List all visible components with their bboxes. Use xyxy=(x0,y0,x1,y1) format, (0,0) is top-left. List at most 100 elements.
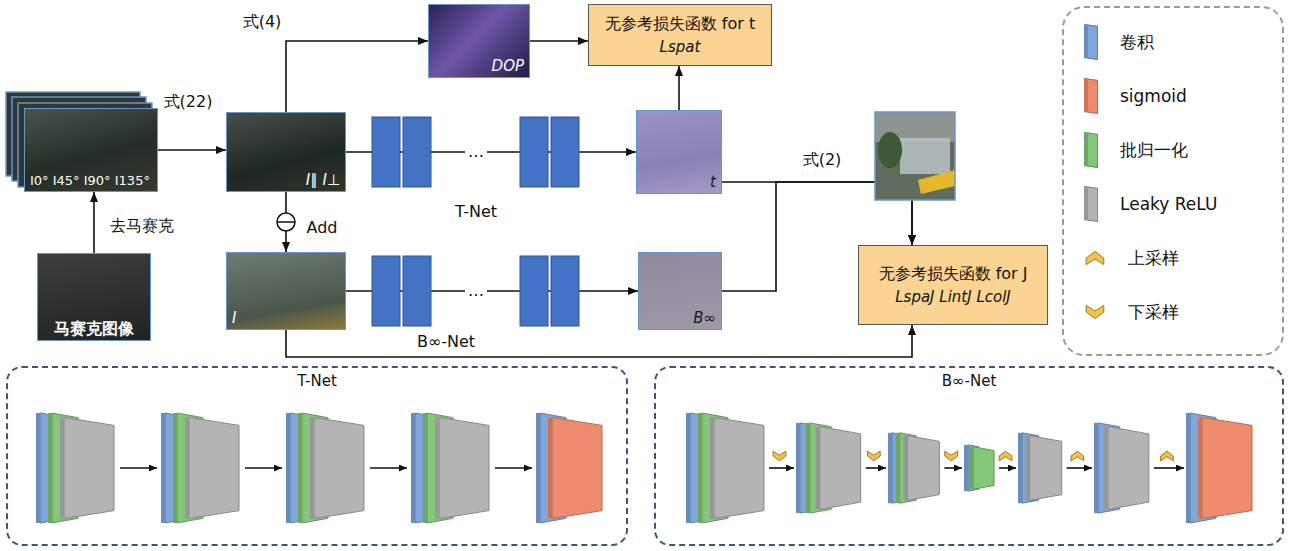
legend-icon xyxy=(1084,241,1106,275)
layer-group xyxy=(286,413,364,523)
image-label: 马赛克图像 xyxy=(54,319,134,338)
layer-card-edge xyxy=(964,445,968,491)
layer-group xyxy=(36,413,114,523)
flow-arrow xyxy=(530,40,588,42)
flow-arrow xyxy=(370,467,407,469)
layer-card xyxy=(1108,427,1149,510)
layer-card xyxy=(714,417,764,518)
legend-swatch xyxy=(1084,186,1098,222)
mosaic-image: 马赛克图像 xyxy=(37,253,151,341)
layer-card-edge xyxy=(1094,423,1098,513)
image-label: I xyxy=(232,309,236,327)
layer-card xyxy=(973,447,994,490)
loss-box: 无参考损失函数 for JLspaJ LintJ LcolJ xyxy=(858,245,1048,325)
layer-card-edge xyxy=(48,413,52,523)
flow-arrow xyxy=(286,41,428,112)
network-panel: T-Net xyxy=(6,366,628,546)
flow-arrow xyxy=(245,467,282,469)
layer-card-edge xyxy=(698,413,702,523)
flow-arrow xyxy=(678,66,680,110)
ellipsis: … xyxy=(465,281,487,300)
edge-label: 式(4) xyxy=(240,12,285,31)
image-label: I0° I45° I90° I135° xyxy=(30,173,150,189)
layer-card-edge xyxy=(435,417,439,518)
downsample-icon xyxy=(773,451,786,461)
flow-arrow xyxy=(999,467,1016,469)
image-label: t xyxy=(710,173,716,191)
layer-card-edge xyxy=(36,413,40,523)
flow-arrow xyxy=(944,467,962,469)
loss-terms: Lspat xyxy=(660,38,701,56)
upsample-icon xyxy=(1161,451,1174,461)
layer-group xyxy=(686,413,764,523)
layer-card xyxy=(1202,417,1252,518)
edge-label: 式(22) xyxy=(161,92,216,111)
dop-image: DOP xyxy=(428,4,530,78)
transmission-map: t xyxy=(636,110,722,194)
conv-block xyxy=(520,117,548,187)
layer-card-edge xyxy=(896,433,900,503)
layer-card-edge xyxy=(173,413,177,523)
loss-title: 无参考损失函数 for t xyxy=(605,14,755,33)
layer-card xyxy=(552,417,602,518)
airlight-map: B∞ xyxy=(638,252,722,330)
legend-item: 卷积 xyxy=(1084,22,1154,62)
network-panel: B∞-Net xyxy=(654,366,1284,546)
ellipsis: … xyxy=(465,142,487,161)
layer-card xyxy=(820,427,861,510)
layer-card-edge xyxy=(1018,433,1022,503)
layer-card xyxy=(907,436,939,501)
layer-group xyxy=(1018,433,1062,503)
layer-card-edge xyxy=(185,417,189,518)
layer-group xyxy=(1094,423,1149,513)
legend-label: 批归一化 xyxy=(1120,140,1188,160)
layer-card xyxy=(439,417,489,518)
flow-arrow xyxy=(286,325,912,357)
layer-card-edge xyxy=(816,427,820,510)
legend-label: 卷积 xyxy=(1120,32,1154,52)
legend-item: 下采样 xyxy=(1084,292,1179,332)
legend-label: Leaky ReLU xyxy=(1120,194,1217,214)
polar-image: I∥ I⊥ xyxy=(226,112,346,192)
upsample-icon xyxy=(1086,251,1104,264)
layer-group xyxy=(796,423,861,513)
layer-card-edge xyxy=(710,417,714,518)
panel-title: T-Net xyxy=(291,372,343,390)
conv-block xyxy=(372,117,400,187)
add-symbol xyxy=(277,221,295,223)
conv-block xyxy=(403,256,431,326)
layer-card-edge xyxy=(536,413,540,523)
flow-arrow xyxy=(158,149,226,151)
legend-swatch xyxy=(1084,24,1098,60)
edge-label: 去马赛克 xyxy=(107,216,177,235)
edge-label: Add xyxy=(304,218,341,237)
conv-block xyxy=(551,256,579,326)
input-image: I0° I45° I90° I135° xyxy=(24,108,158,192)
layer-card-edge xyxy=(1104,427,1108,510)
layer-card-edge xyxy=(548,417,552,518)
result-image-plant xyxy=(878,132,902,168)
legend-item: 上采样 xyxy=(1084,238,1179,278)
layer-card-edge xyxy=(161,413,165,523)
flow-arrow xyxy=(866,467,886,469)
loss-box: 无参考损失函数 for t Lspat xyxy=(588,4,772,66)
legend-swatch xyxy=(1084,78,1098,114)
legend-label: 下采样 xyxy=(1128,302,1179,322)
layer-card-edge xyxy=(1026,436,1030,501)
layer-card xyxy=(314,417,364,518)
legend-swatch xyxy=(1084,132,1098,168)
image-label: DOP xyxy=(492,57,524,75)
layer-card-edge xyxy=(423,413,427,523)
legend-item: sigmoid xyxy=(1084,76,1187,116)
layer-group xyxy=(161,413,239,523)
legend-item: 批归一化 xyxy=(1084,130,1188,170)
conv-block xyxy=(403,117,431,187)
conv-block xyxy=(551,117,579,187)
downsample-icon xyxy=(945,451,958,461)
loss-title: 无参考损失函数 for J xyxy=(879,264,1028,283)
layer-card xyxy=(1030,436,1062,501)
layer-card-edge xyxy=(310,417,314,518)
edge-label: T-Net xyxy=(452,202,500,221)
layer-group xyxy=(964,445,994,491)
add-symbol xyxy=(277,213,295,231)
